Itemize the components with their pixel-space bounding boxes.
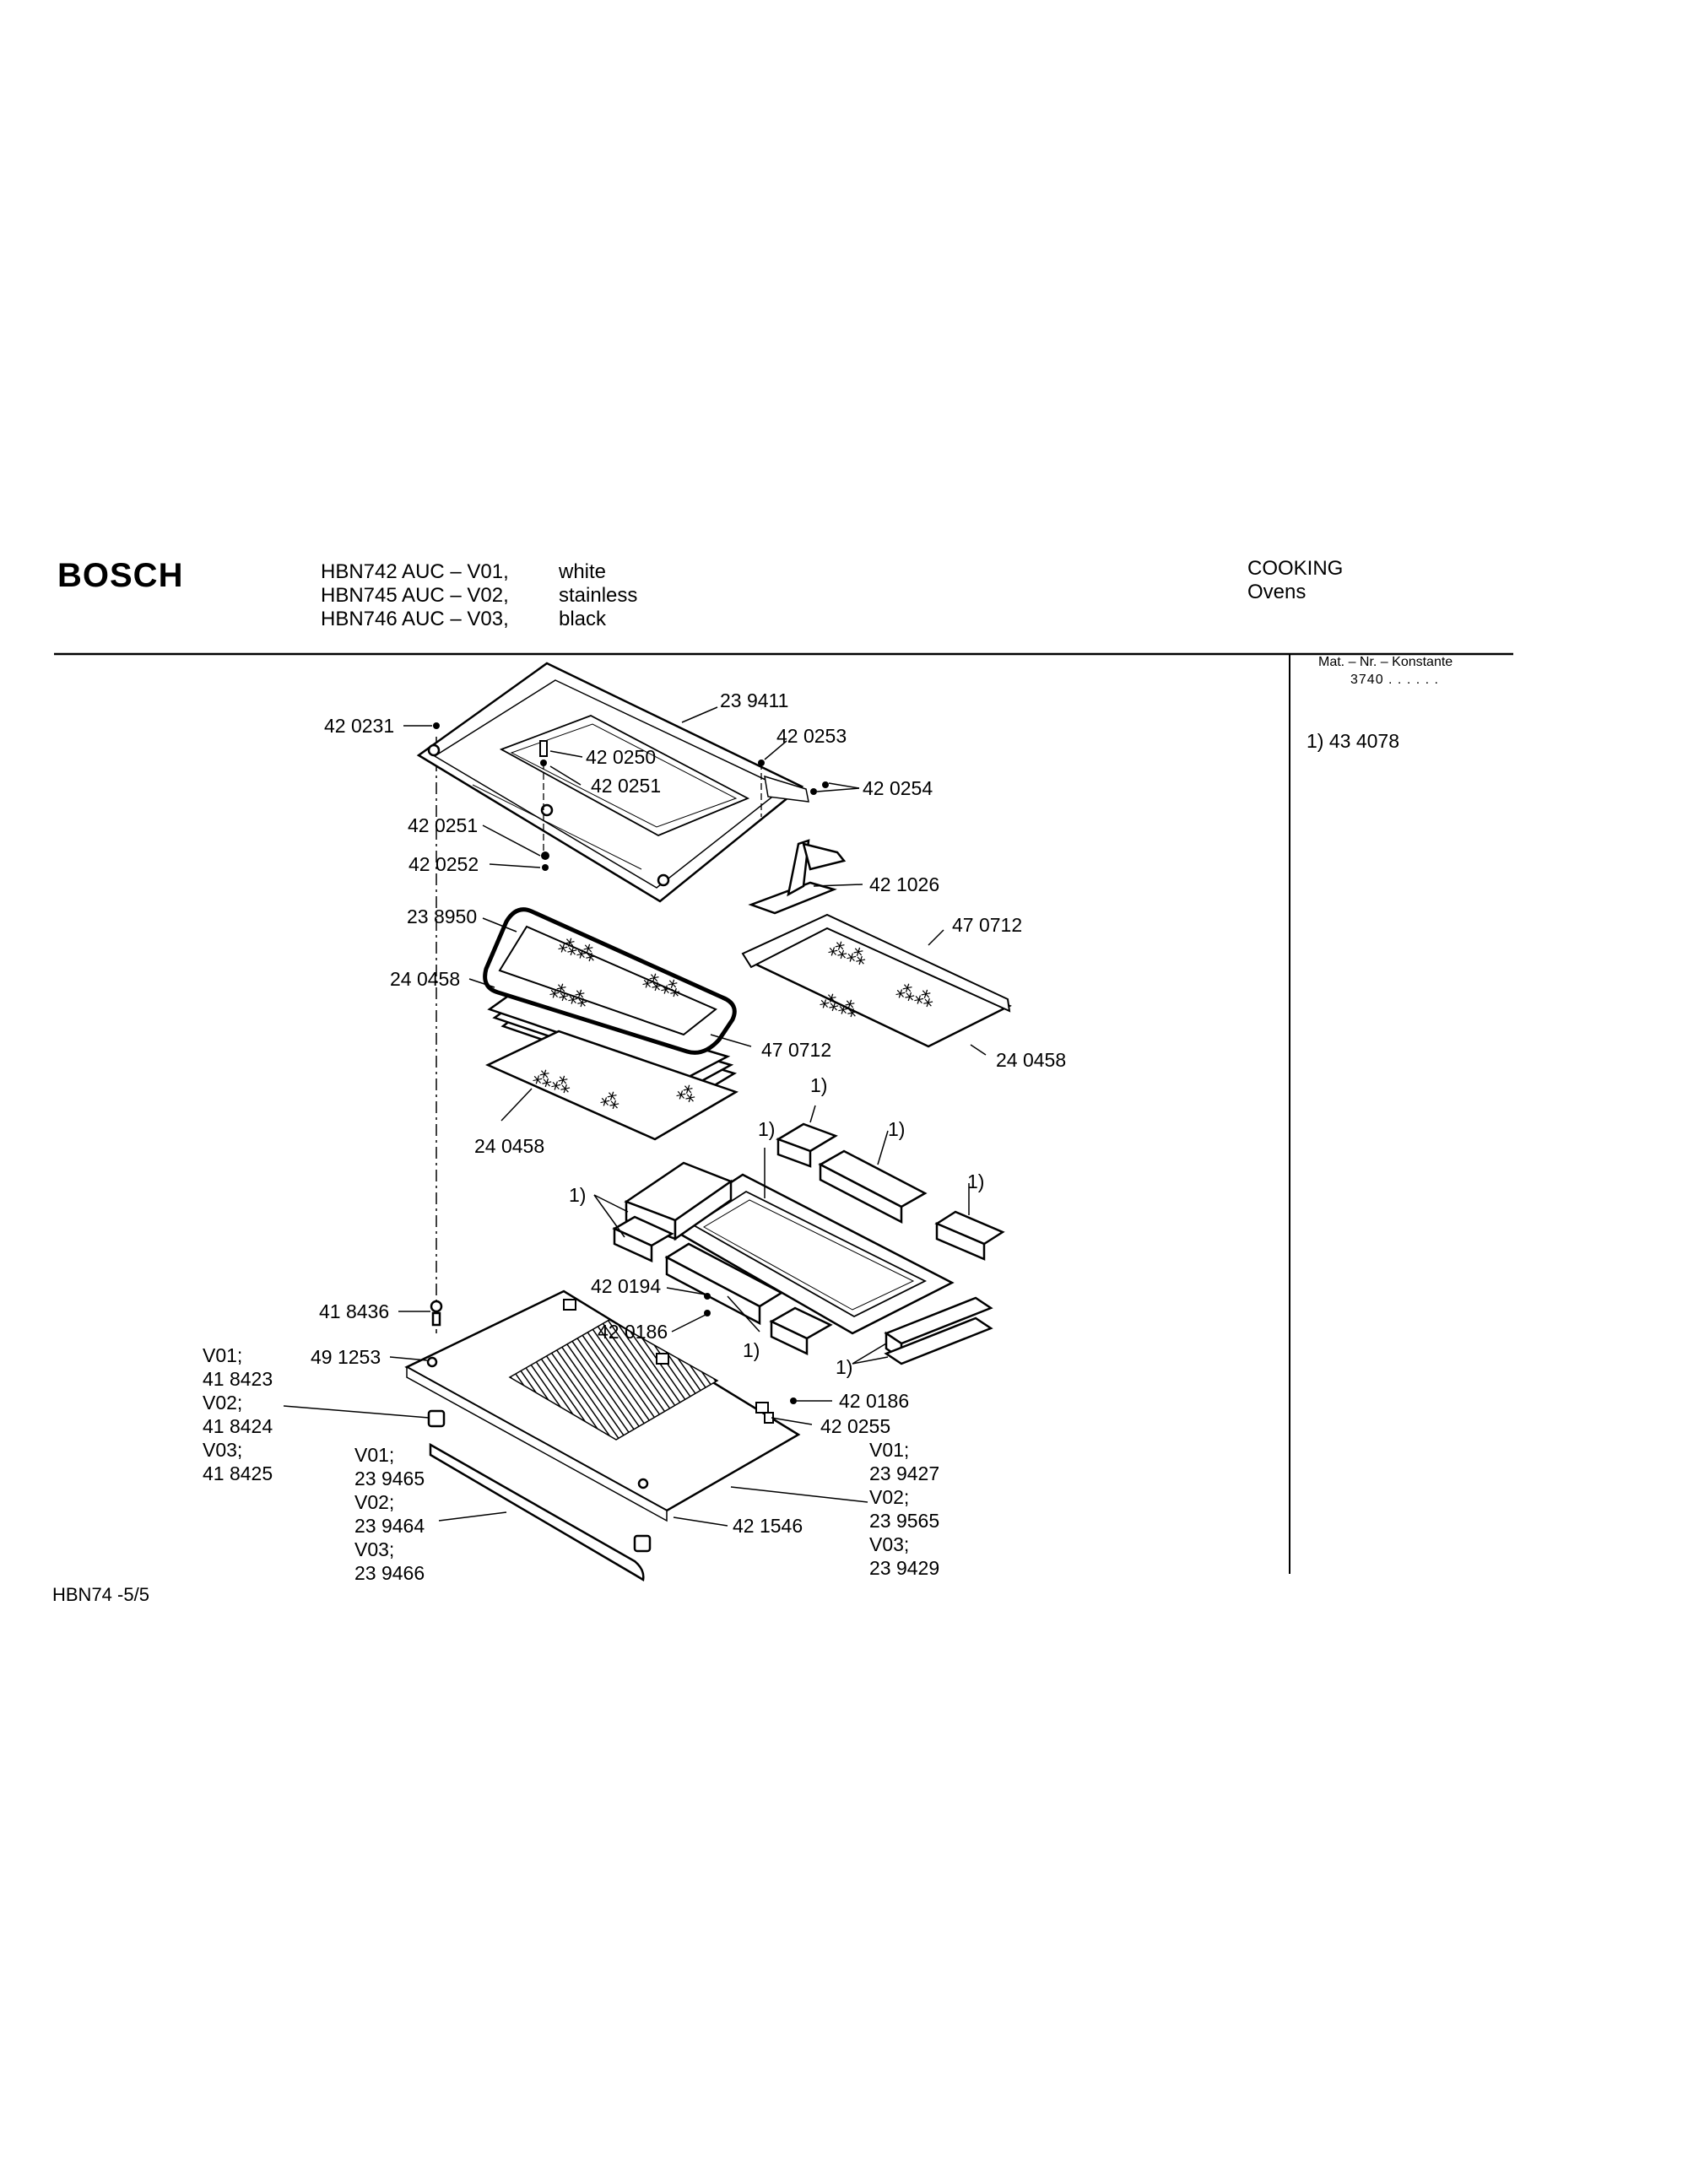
label-470712a: 47 0712 (952, 914, 1022, 936)
label-421546: 42 1546 (733, 1515, 803, 1537)
label-240458a: 24 0458 (390, 968, 460, 990)
model-line-v02: HBN745 AUC – V02, (321, 584, 509, 607)
svg-text:V02;: V02; (354, 1491, 394, 1513)
svg-text:V01;: V01; (354, 1444, 394, 1466)
label-fn1a: 1) (810, 1074, 827, 1096)
svg-text:23 9464: 23 9464 (354, 1515, 425, 1537)
svg-text:V01;: V01; (203, 1344, 242, 1366)
part-labels: 23 9411 42 0231 42 0250 42 0251 42 0253 … (311, 689, 1066, 1537)
svg-text:23 9427: 23 9427 (869, 1462, 939, 1484)
insulation-blocks (612, 1122, 1005, 1365)
bottom-panel (404, 1289, 801, 1522)
svg-text:V03;: V03; (354, 1538, 394, 1560)
svg-text:23 9565: 23 9565 (869, 1510, 939, 1532)
footnote-part: 1) 43 4078 (1307, 730, 1399, 752)
leader-lines (283, 706, 987, 1527)
label-fn1g: 1) (836, 1356, 852, 1378)
mat-nr-label: Mat. – Nr. – Konstante (1318, 655, 1453, 669)
label-420251b: 42 0251 (408, 814, 478, 836)
label-491253: 49 1253 (311, 1346, 381, 1368)
label-470712b: 47 0712 (761, 1039, 831, 1061)
glass-pane-right (741, 913, 1012, 1048)
label-240458c: 24 0458 (474, 1135, 544, 1157)
label-fn1c: 1) (888, 1118, 905, 1140)
label-fn1d: 1) (967, 1170, 984, 1192)
door-frame-top (416, 662, 809, 903)
label-420255: 42 0255 (820, 1415, 890, 1437)
label-420253: 42 0253 (776, 725, 847, 747)
label-238950: 23 8950 (407, 905, 477, 927)
model-color-v02: stainless (559, 584, 638, 607)
glass-pane-left (485, 1030, 738, 1141)
category-label: COOKING (1247, 557, 1344, 580)
hinge-part (748, 839, 847, 915)
variants-right: V01; 23 9427 V02; 23 9565 V03; 23 9429 (869, 1439, 939, 1579)
label-fn1b: 1) (758, 1118, 775, 1140)
svg-text:41 8424: 41 8424 (203, 1415, 273, 1437)
label-420186a: 42 0186 (598, 1321, 668, 1343)
variants-left: V01; 41 8423 V02; 41 8424 V03; 41 8425 (203, 1344, 273, 1484)
label-fn1e: 1) (569, 1184, 586, 1206)
label-420231: 42 0231 (324, 715, 394, 737)
variants-middle: V01; 23 9465 V02; 23 9464 V03; 23 9466 (354, 1444, 425, 1584)
svg-text:23 9465: 23 9465 (354, 1468, 425, 1489)
svg-text:23 9429: 23 9429 (869, 1557, 939, 1579)
subcategory-label: Ovens (1247, 581, 1307, 603)
svg-text:23 9466: 23 9466 (354, 1562, 425, 1584)
label-420194: 42 0194 (591, 1275, 661, 1297)
label-240458b: 24 0458 (996, 1049, 1066, 1071)
label-420251a: 42 0251 (591, 775, 661, 797)
brand-logo: BOSCH (57, 557, 184, 594)
model-color-v01: white (559, 560, 607, 583)
label-420250: 42 0250 (586, 746, 656, 768)
label-421026: 42 1026 (869, 873, 939, 895)
page-id: HBN74 -5/5 (52, 1584, 149, 1605)
svg-text:V02;: V02; (203, 1392, 242, 1414)
svg-text:41 8423: 41 8423 (203, 1368, 273, 1390)
svg-text:41 8425: 41 8425 (203, 1462, 273, 1484)
model-line-v03: HBN746 AUC – V03, (321, 608, 509, 630)
konstante-value: 3740 . . . . . . (1350, 673, 1439, 687)
label-420252: 42 0252 (408, 853, 479, 875)
svg-text:V03;: V03; (203, 1439, 242, 1461)
model-line-v01: HBN742 AUC – V01, (321, 560, 509, 583)
door-feet-handle (427, 1300, 652, 1582)
label-239411: 23 9411 (720, 689, 788, 711)
label-fn1f: 1) (743, 1339, 760, 1361)
label-420254: 42 0254 (863, 777, 933, 799)
label-420186b: 42 0186 (839, 1390, 909, 1412)
svg-text:V02;: V02; (869, 1486, 909, 1508)
model-color-v03: black (559, 608, 607, 630)
label-418436: 41 8436 (319, 1300, 389, 1322)
svg-text:V03;: V03; (869, 1533, 909, 1555)
svg-text:V01;: V01; (869, 1439, 909, 1461)
